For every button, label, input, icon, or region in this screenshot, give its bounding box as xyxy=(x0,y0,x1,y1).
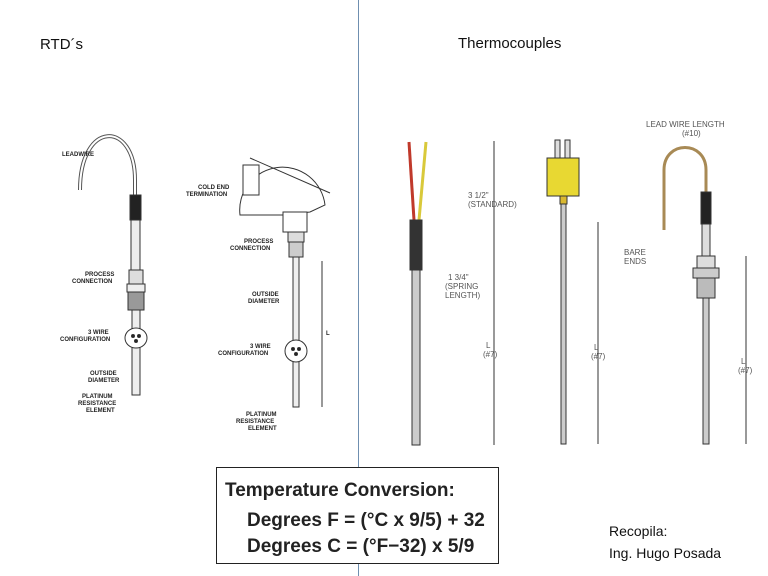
formula-fahrenheit: Degrees F = (°C x 9/5) + 32 xyxy=(247,510,485,531)
label-spring: LENGTH) xyxy=(445,291,480,300)
label-lead-wire: LEAD WIRE LENGTH xyxy=(646,120,725,129)
label-spring: (SPRING xyxy=(445,282,478,291)
label-outside-diameter: DIAMETER xyxy=(248,299,280,305)
formula-title: Temperature Conversion: xyxy=(225,480,455,501)
label-length: (#7) xyxy=(483,350,498,359)
credit: Recopila: Ing. Hugo Posada xyxy=(609,520,721,564)
label-3-wire: CONFIGURATION xyxy=(218,351,268,357)
label-process-connection: CONNECTION xyxy=(230,246,270,252)
label-platinum: ELEMENT xyxy=(86,408,115,414)
label-leadwire: LEADWIRE xyxy=(62,152,94,158)
thermocouple-probe-3 xyxy=(662,146,747,445)
label-platinum: PLATINUM xyxy=(246,412,277,418)
label-length: L xyxy=(326,331,330,337)
label-outside-diameter: OUTSIDE xyxy=(90,371,117,377)
rtd-heading: RTD´s xyxy=(40,36,84,53)
credit-author: Ing. Hugo Posada xyxy=(609,545,722,561)
label-lead-wire: (#10) xyxy=(682,129,701,138)
label-platinum: RESISTANCE xyxy=(78,401,116,407)
rtd-probe-1 xyxy=(78,134,148,396)
thermocouple-probe-2 xyxy=(546,139,599,445)
label-cold-end: TERMINATION xyxy=(186,192,227,198)
rtd-probe-2 xyxy=(239,157,331,408)
thermocouple-probe-1 xyxy=(407,141,495,446)
label-bare-ends: BARE xyxy=(624,248,646,257)
label-spring: 1 3/4" xyxy=(448,273,469,282)
label-3-wire: 3 WIRE xyxy=(250,344,271,350)
label-process-connection: PROCESS xyxy=(244,239,273,245)
label-3-wire: CONFIGURATION xyxy=(60,337,110,343)
label-platinum: RESISTANCE xyxy=(236,419,274,425)
formula-celsius: Degrees C = (°F−32) x 5/9 xyxy=(247,536,475,557)
label-cold-end: COLD END xyxy=(198,185,230,191)
label-platinum: ELEMENT xyxy=(248,426,277,432)
thermocouples-heading: Thermocouples xyxy=(458,35,562,52)
divider-line xyxy=(358,0,359,576)
label-standard: (STANDARD) xyxy=(468,200,517,209)
label-process-connection: CONNECTION xyxy=(72,279,112,285)
label-length: (#7) xyxy=(591,352,606,361)
temperature-conversion-box: Temperature Conversion: Degrees F = (°C … xyxy=(216,467,499,564)
label-length: (#7) xyxy=(738,366,753,375)
label-outside-diameter: DIAMETER xyxy=(88,378,120,384)
credit-label: Recopila: xyxy=(609,523,668,539)
label-process-connection: PROCESS xyxy=(85,272,114,278)
label-length: L xyxy=(486,341,491,350)
label-length: L xyxy=(741,357,746,366)
label-platinum: PLATINUM xyxy=(82,394,113,400)
label-3-wire: 3 WIRE xyxy=(88,330,109,336)
label-bare-ends: ENDS xyxy=(624,257,646,266)
label-length: L xyxy=(594,343,599,352)
label-outside-diameter: OUTSIDE xyxy=(252,292,279,298)
label-standard: 3 1/2" xyxy=(468,191,489,200)
